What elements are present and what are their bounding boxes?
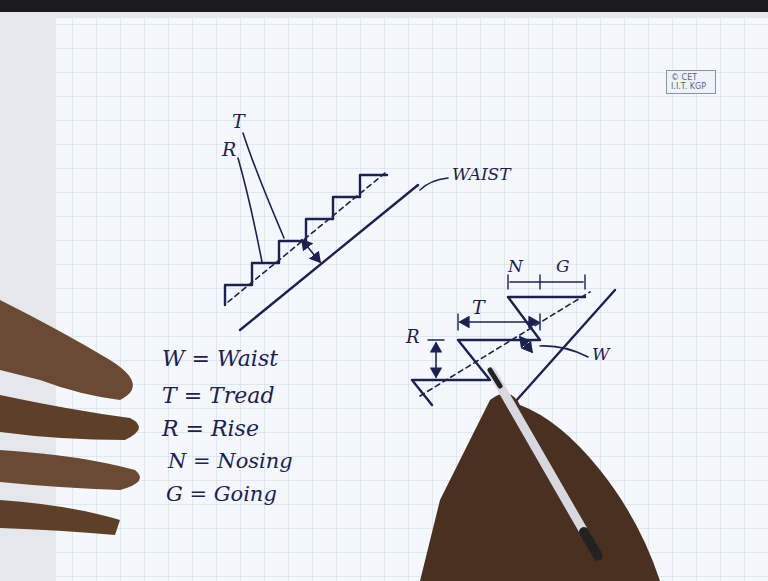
legend-note: R = Rise bbox=[162, 418, 259, 440]
dimension-label: R bbox=[222, 140, 236, 159]
legend-note: W = Waist bbox=[162, 348, 278, 370]
legend-note: T = Tread bbox=[162, 385, 275, 407]
dimension-label: N bbox=[508, 258, 523, 275]
legend-note: N = Nosing bbox=[168, 451, 293, 472]
dimension-label: WAIST bbox=[452, 166, 511, 183]
dimension-label: T bbox=[232, 112, 245, 131]
dimension-label: G bbox=[556, 258, 570, 275]
watermark-box: © CET I.I.T. KGP bbox=[666, 70, 716, 94]
legend-note: G = Going bbox=[166, 484, 277, 505]
dimension-label: W bbox=[592, 346, 609, 363]
dimension-label: T bbox=[472, 298, 485, 317]
watermark-text: © CET I.I.T. KGP bbox=[671, 73, 711, 91]
dimension-label: R bbox=[406, 328, 420, 346]
